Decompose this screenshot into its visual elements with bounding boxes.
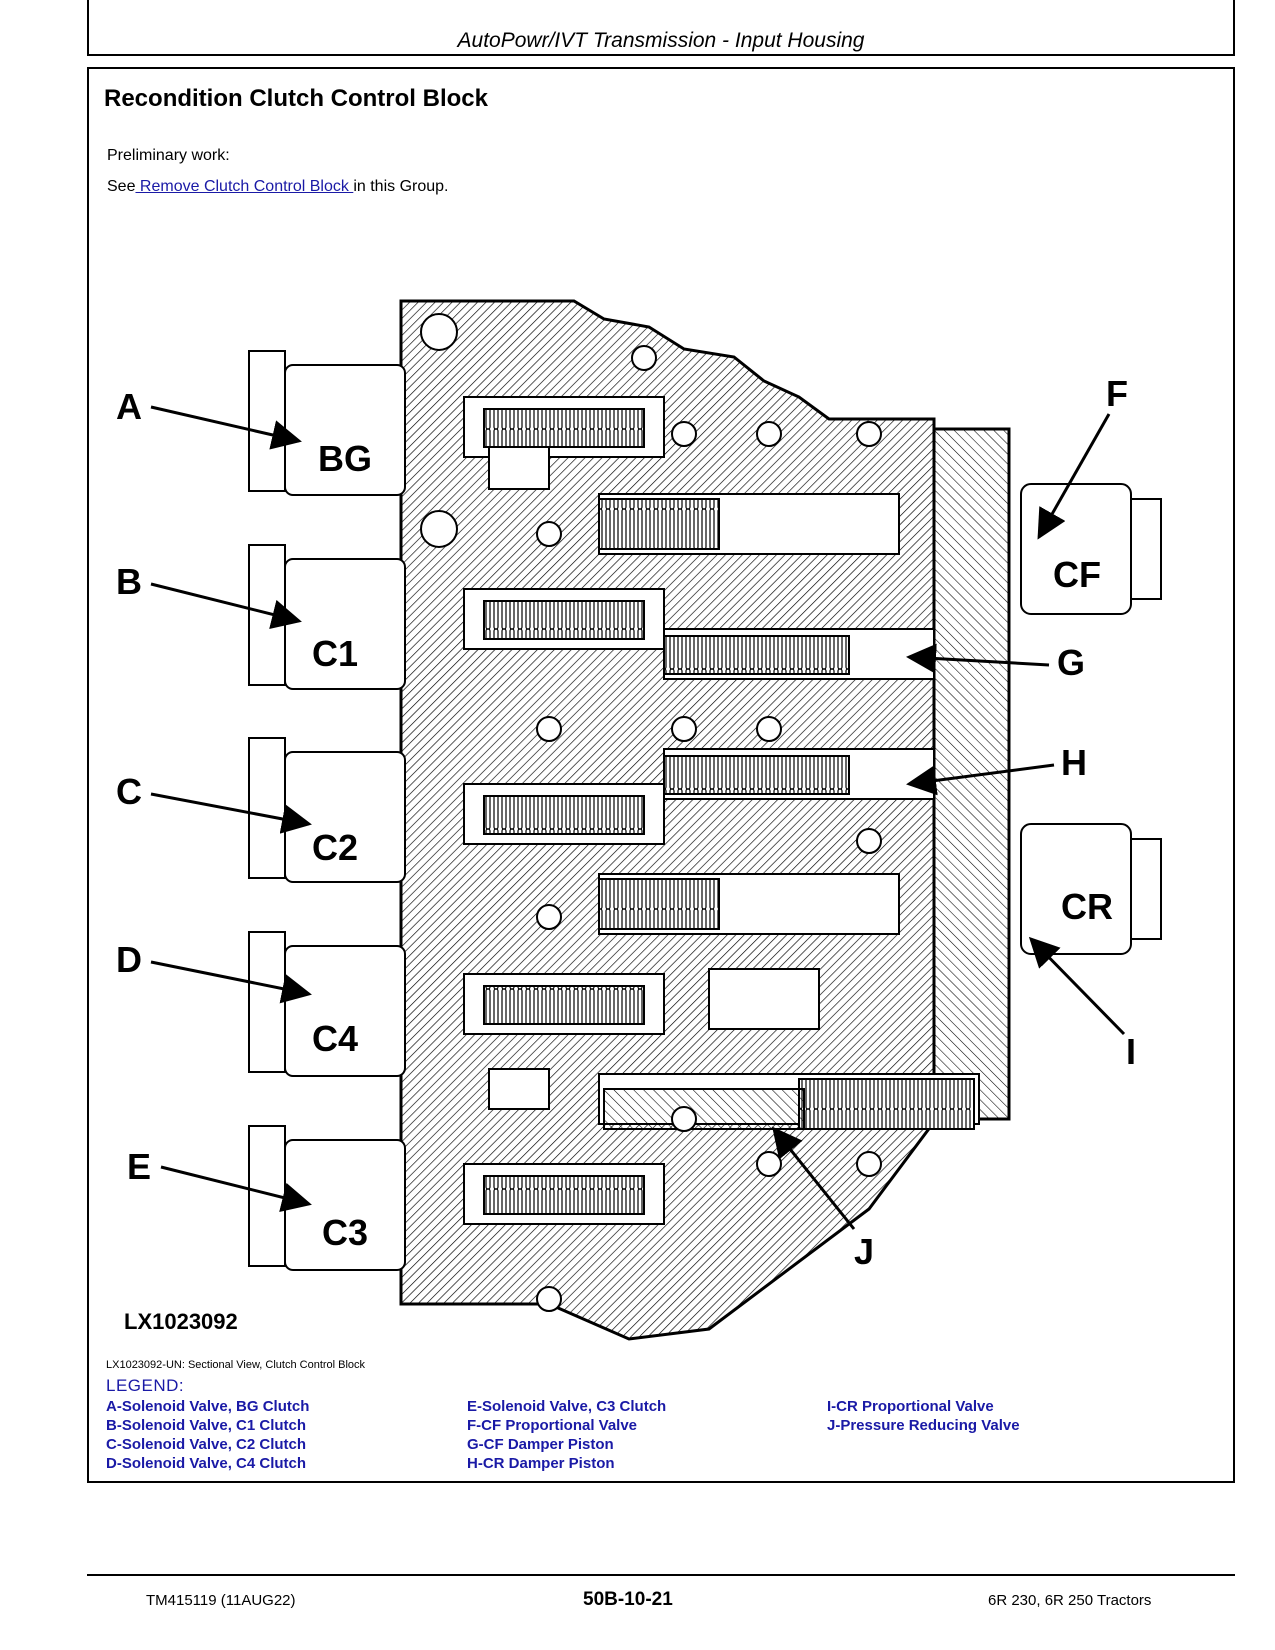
see-suffix: in this Group.	[353, 178, 449, 195]
callout-f: F	[1106, 373, 1128, 414]
callout-i: I	[1126, 1031, 1136, 1072]
section-title: Recondition Clutch Control Block	[104, 85, 488, 112]
remove-clutch-control-block-link[interactable]: Remove Clutch Control Block	[135, 178, 354, 195]
callout-a: A	[116, 386, 142, 427]
callout-d: D	[116, 939, 142, 980]
side-block	[932, 427, 1011, 1121]
label-cr: CR	[1061, 886, 1113, 927]
footer-doc-id: TM415119 (11AUG22)	[146, 1592, 296, 1609]
legend-item: I-CR Proportional Valve	[827, 1398, 994, 1415]
callout-b: B	[116, 561, 142, 602]
label-bg: BG	[318, 438, 372, 479]
content-box: Recondition Clutch Control Block Prelimi…	[87, 67, 1235, 1483]
figure-caption: LX1023092-UN: Sectional View, Clutch Con…	[106, 1359, 366, 1371]
label-cf: CF	[1053, 554, 1101, 595]
figure-id: LX1023092	[124, 1309, 238, 1334]
legend-item: D-Solenoid Valve, C4 Clutch	[106, 1455, 307, 1472]
legend-item: A-Solenoid Valve, BG Clutch	[106, 1398, 310, 1415]
sectional-view-figure: BG C1 C2 C4 C3 CF CR A B C D E F G H I J	[116, 299, 1162, 1341]
preliminary-label: Preliminary work:	[107, 147, 230, 164]
label-c1: C1	[312, 633, 358, 674]
legend-item: C-Solenoid Valve, C2 Clutch	[106, 1436, 307, 1453]
solenoid-valves	[248, 350, 406, 1271]
page-header-title: AutoPowr/IVT Transmission - Input Housin…	[457, 29, 865, 52]
legend-column-1: A-Solenoid Valve, BG Clutch B-Solenoid V…	[106, 1397, 309, 1473]
label-c4: C4	[312, 1018, 358, 1059]
legend-item: F-CF Proportional Valve	[467, 1417, 638, 1434]
footer-rule	[87, 1574, 1235, 1576]
callout-e: E	[127, 1146, 151, 1187]
label-c2: C2	[312, 827, 358, 868]
legend-item: J-Pressure Reducing Valve	[827, 1417, 1020, 1434]
legend-title: LEGEND:	[106, 1376, 185, 1395]
callout-g: G	[1057, 642, 1085, 683]
legend-item: B-Solenoid Valve, C1 Clutch	[106, 1417, 307, 1434]
see-prefix: See	[107, 178, 136, 195]
callout-c: C	[116, 771, 142, 812]
see-line: See Remove Clutch Control Block in this …	[107, 178, 448, 196]
header-box: AutoPowr/IVT Transmission - Input Housin…	[87, 0, 1235, 56]
callout-j: J	[854, 1231, 874, 1272]
legend-column-2: E-Solenoid Valve, C3 Clutch F-CF Proport…	[467, 1397, 666, 1473]
footer-model: 6R 230, 6R 250 Tractors	[988, 1592, 1152, 1609]
legend-item: E-Solenoid Valve, C3 Clutch	[467, 1398, 667, 1415]
callout-h: H	[1061, 742, 1087, 783]
label-c3: C3	[322, 1212, 368, 1253]
legend-column-3: I-CR Proportional Valve J-Pressure Reduc…	[827, 1397, 1020, 1435]
legend-item: G-CF Damper Piston	[467, 1436, 614, 1453]
legend-item: H-CR Damper Piston	[467, 1455, 615, 1472]
footer-page-number: 50B-10-21	[583, 1589, 673, 1610]
